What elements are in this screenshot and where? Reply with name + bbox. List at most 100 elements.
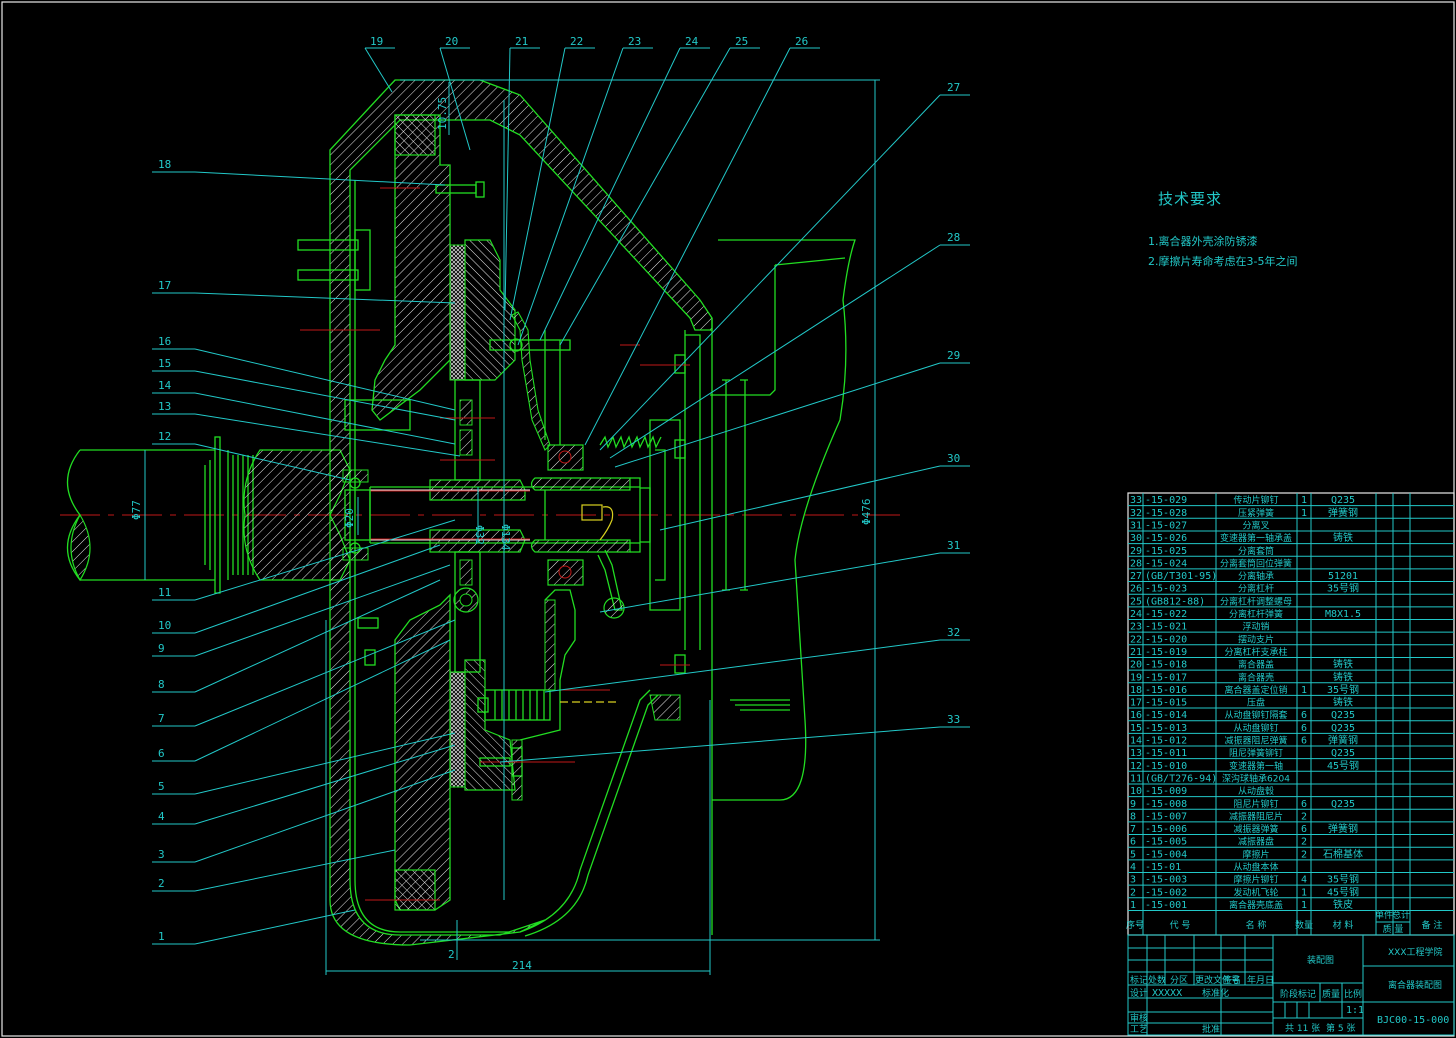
bom-code: -15-014 (1145, 710, 1187, 721)
tb-stage-mark: 阶段标记 (1280, 988, 1316, 1000)
bom-code: -15-01 (1145, 862, 1181, 873)
bom-no: 17 (1130, 698, 1142, 709)
bom-material: Q235 (1331, 710, 1355, 721)
callout-label: 33 (947, 713, 960, 726)
bom-name: 深沟球轴承6204 (1222, 772, 1290, 784)
bom-no: 31 (1130, 520, 1142, 531)
pressure-plate (464, 239, 516, 381)
bom-no: 28 (1130, 558, 1142, 569)
bom-name: 分离套筒 (1238, 545, 1274, 557)
bom-name: 摩擦片铆钉 (1233, 874, 1278, 886)
bom-qty: 2 (1301, 849, 1307, 860)
release-sleeve (530, 477, 631, 553)
bom-code: -15-025 (1145, 546, 1187, 557)
bom-code: -15-011 (1145, 748, 1187, 759)
callout-5: 5 (152, 732, 456, 795)
callout-1: 1 (152, 909, 356, 945)
bom-name: 减振器阻尼片 (1229, 810, 1283, 822)
friction-lining-bottom (449, 671, 466, 788)
bom-code: -15-004 (1145, 849, 1187, 860)
bom-name: 从动盘铆钉 (1233, 722, 1278, 734)
tb-approve: 批准 (1202, 1023, 1220, 1035)
callout-6: 6 (152, 639, 451, 762)
bom-name: 分离杠杆 (1238, 583, 1274, 595)
bom-code: -15-007 (1145, 811, 1187, 822)
bom-header-seq: 序号 (1126, 919, 1144, 931)
bom-no: 24 (1130, 609, 1142, 620)
callout-label: 4 (158, 810, 165, 823)
bom-qty: 2 (1301, 811, 1307, 822)
bom-code: -15-018 (1145, 660, 1187, 671)
callout-23: 23 (517, 35, 653, 346)
callout-11: 11 (152, 519, 456, 601)
bom-material: Q235 (1331, 495, 1355, 506)
bom-code: -15-028 (1145, 508, 1187, 519)
bom-code: -15-010 (1145, 761, 1187, 772)
tb-change-doc: 更改文件号 (1195, 974, 1240, 986)
callout-label: 16 (158, 335, 171, 348)
tb-mark: 标记 (1130, 974, 1148, 986)
callout-label: 1 (158, 930, 165, 943)
bom-name: 从动盘毂 (1238, 785, 1274, 797)
callout-label: 22 (570, 35, 583, 48)
dim-hub-dia-1: Φ32 (473, 525, 486, 545)
callout-28: 28 (609, 231, 970, 459)
bom-code: (GB812-88) (1145, 596, 1205, 607)
bom-name: 阻尼弹簧铆钉 (1229, 747, 1283, 759)
tb-drawing-type: 装配图 (1307, 954, 1334, 966)
callout-20: 20 (439, 35, 471, 151)
bom-qty: 1 (1301, 685, 1307, 696)
bom-header-code: 代 号 (1170, 920, 1191, 931)
centerline-marks (300, 187, 690, 901)
callout-label: 31 (947, 539, 960, 552)
callout-8: 8 (152, 579, 441, 693)
bom-code: -15-020 (1145, 634, 1187, 645)
callout-label: 10 (158, 619, 171, 632)
bom-material: 铸铁 (1333, 696, 1353, 709)
bom-header-material: 材 料 (1333, 919, 1354, 931)
bom-name: 从动盘铆钉隔套 (1224, 709, 1287, 721)
dim-hub-dia-2: Φ134 (499, 524, 512, 551)
bom-material: Q235 (1331, 799, 1355, 810)
bom-no: 14 (1130, 736, 1142, 747)
bom-material: 铸铁 (1333, 670, 1353, 683)
bom-no: 33 (1130, 495, 1142, 506)
bom-code: -15-027 (1145, 520, 1187, 531)
bom-no: 16 (1130, 710, 1142, 721)
callout-30: 30 (659, 452, 970, 531)
bom-code: -15-001 (1145, 900, 1187, 911)
callout-label: 28 (947, 231, 960, 244)
bom-qty: 6 (1301, 824, 1307, 835)
bom-no: 12 (1130, 761, 1142, 772)
tb-mass: 质量 (1322, 988, 1340, 1000)
callout-label: 19 (370, 35, 383, 48)
tb-drawing-number: BJC00-15-000 (1377, 1015, 1449, 1026)
bom-name: 分离杠杆弹簧 (1229, 608, 1283, 620)
release-lever (511, 311, 551, 451)
bom-name: 减振器弹簧 (1233, 823, 1278, 835)
bom-qty: 6 (1301, 710, 1307, 721)
bom-code: -15-015 (1145, 698, 1187, 709)
callout-26: 26 (584, 35, 820, 446)
tb-date: 年月日 (1247, 974, 1274, 986)
bom-no: 1 (1130, 900, 1136, 911)
clutch-housing (329, 79, 713, 946)
bom-no: 11 (1130, 773, 1142, 784)
bom-name: 摩擦片 (1242, 848, 1269, 860)
callout-27: 27 (599, 81, 970, 451)
bom-code: -15-002 (1145, 887, 1187, 898)
pilot-bearing (342, 469, 371, 561)
dimensions: Φ77 Φ20 Φ32 Φ134 Φ476 10.75 2 214 (130, 79, 880, 975)
bom-no: 32 (1130, 508, 1142, 519)
